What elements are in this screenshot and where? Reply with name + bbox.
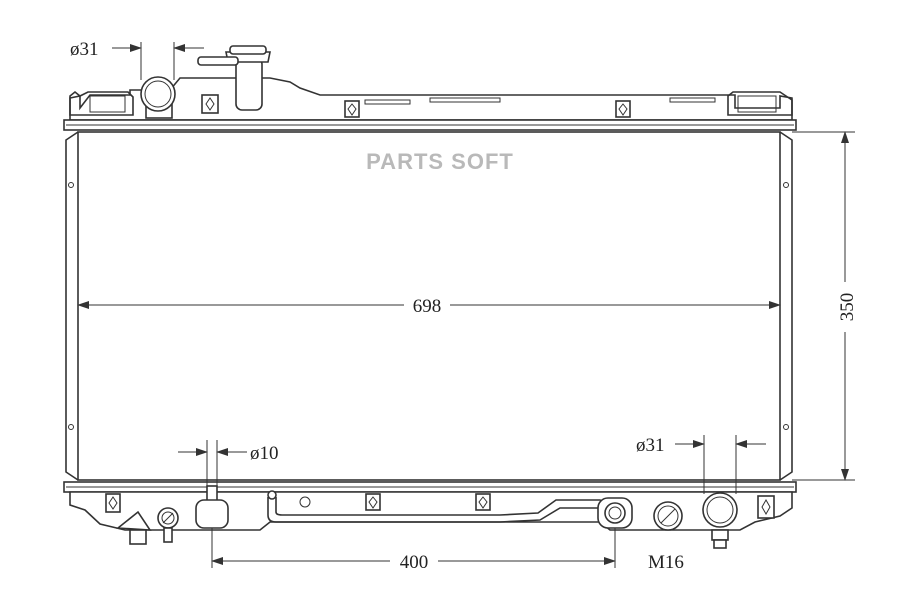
- dimension-label-core-height: 350: [837, 293, 858, 322]
- dimension-label-bottom-outlet: ø31: [636, 435, 665, 456]
- watermark: PARTS SOFT: [366, 149, 514, 174]
- dimension-pipe-spacing: 400: [211, 528, 616, 573]
- oil-cooler-pipe: [267, 490, 616, 523]
- dimension-core-height: 350: [792, 131, 858, 481]
- dimension-top-inlet: ø31: [70, 39, 204, 80]
- drain-thread-label: M16: [648, 552, 684, 573]
- oil-cooler-fitting: [597, 497, 633, 529]
- dimension-small-pipe: ø10: [178, 440, 279, 490]
- dimension-label-top-inlet: ø31: [70, 39, 99, 60]
- bottom-outlet-pipe: [702, 492, 738, 549]
- top-inlet-pipe: [140, 76, 176, 119]
- dimension-core-width: 698: [77, 296, 781, 317]
- dimension-bottom-outlet: ø31: [636, 435, 766, 494]
- dimension-label-pipe-spacing: 400: [400, 552, 429, 573]
- drain-plug: [157, 501, 683, 543]
- dimension-label-core-width: 698: [413, 296, 442, 317]
- top-tank: [63, 77, 797, 131]
- dimension-label-small-pipe: ø10: [250, 443, 279, 464]
- filler-neck: [197, 45, 271, 111]
